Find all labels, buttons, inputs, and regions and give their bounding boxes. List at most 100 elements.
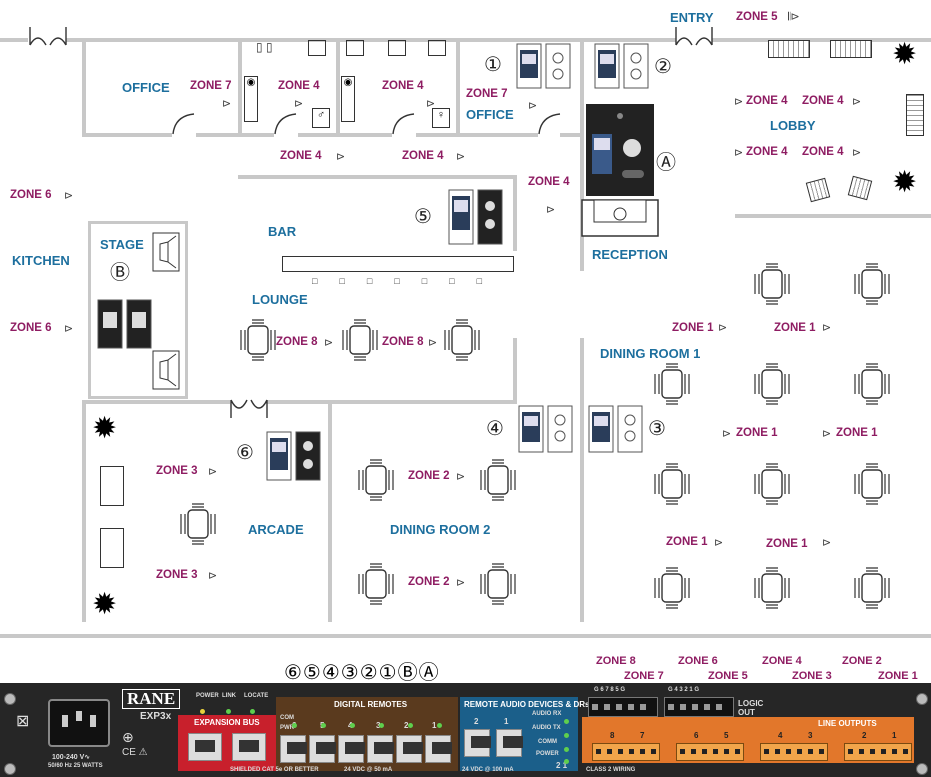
restroom-women-icon: ♀ bbox=[432, 108, 450, 128]
toilet-icon bbox=[428, 40, 446, 56]
reception-desk-icon bbox=[581, 199, 659, 237]
table-icon bbox=[754, 463, 790, 505]
rack-screw bbox=[916, 763, 928, 775]
vdc50-label: 24 VDC @ 50 mA bbox=[344, 767, 393, 773]
speaker-icon: ⊳ bbox=[546, 203, 556, 216]
zone-label: ZONE 1 bbox=[774, 322, 816, 334]
zone-label: ZONE 4 bbox=[278, 80, 320, 92]
door-icon bbox=[29, 27, 67, 46]
rj45-port[interactable] bbox=[425, 735, 452, 763]
zone-label: ZONE 2 bbox=[408, 576, 450, 588]
rj45-port[interactable] bbox=[338, 735, 365, 763]
vdc100-label: 24 VDC @ 100 mA bbox=[462, 767, 514, 773]
door-icon bbox=[538, 113, 561, 135]
output-zone-label: ZONE 7 bbox=[624, 670, 664, 682]
zone-label: ZONE 3 bbox=[156, 569, 198, 581]
dr-port-number: 2 bbox=[404, 721, 409, 730]
plant-icon: ✹ bbox=[92, 588, 118, 621]
rj45-port[interactable] bbox=[232, 733, 266, 761]
led bbox=[437, 715, 442, 733]
led-link bbox=[226, 701, 231, 719]
zone-label: ZONE 1 bbox=[736, 427, 778, 439]
led-label-locate: LOCATE bbox=[244, 693, 269, 699]
line-output-terminal[interactable] bbox=[592, 743, 660, 761]
speaker-icon: ⊳ bbox=[822, 427, 832, 440]
table-icon bbox=[854, 567, 890, 609]
zone-label: ZONE 1 bbox=[666, 536, 708, 548]
remote-audio-label: REMOTE AUDIO DEVICES & DRs bbox=[464, 700, 590, 709]
rj45-port[interactable] bbox=[280, 735, 307, 763]
wall bbox=[0, 634, 931, 638]
rj45-port[interactable] bbox=[464, 729, 491, 757]
urinal-icon: ◉ bbox=[341, 76, 355, 122]
line-outputs-label: LINE OUTPUTS bbox=[818, 719, 877, 728]
ac-outlet-icon[interactable] bbox=[48, 699, 110, 747]
room-label-office: OFFICE bbox=[122, 80, 170, 95]
line-outputs-section: LINE OUTPUTS 8 7 6 5 4 3 2 1 bbox=[582, 717, 914, 763]
lo-port-number: 8 bbox=[610, 731, 615, 740]
logic-pins-label: G 6 7 8 5 G bbox=[594, 687, 626, 693]
power-label: POWER bbox=[536, 751, 559, 757]
weee-icon: ⊠ bbox=[16, 713, 30, 730]
zone-label: ZONE 6 bbox=[10, 189, 52, 201]
rj45-port[interactable] bbox=[188, 733, 222, 761]
led bbox=[379, 715, 384, 733]
line-output-terminal[interactable] bbox=[676, 743, 744, 761]
wall bbox=[238, 38, 242, 137]
zone-label: ZONE 7 bbox=[466, 88, 508, 100]
lo-port-number: 1 bbox=[892, 731, 897, 740]
wall bbox=[82, 400, 230, 404]
room-label-kitchen: KITCHEN bbox=[12, 253, 70, 268]
sofa-icon bbox=[830, 40, 872, 58]
table-icon bbox=[480, 563, 516, 605]
table-icon bbox=[854, 263, 890, 305]
zone-label: ZONE 7 bbox=[190, 80, 232, 92]
wall bbox=[88, 221, 188, 224]
led bbox=[408, 715, 413, 733]
toilet-icon bbox=[346, 40, 364, 56]
wall-panel-icon bbox=[518, 402, 574, 459]
zone-label: ZONE 1 bbox=[766, 538, 808, 550]
speaker-icon: ⊳ bbox=[722, 427, 732, 440]
rj45-port[interactable] bbox=[396, 735, 423, 763]
wall bbox=[712, 38, 931, 42]
dr-com-label: COM bbox=[280, 715, 294, 721]
table-icon bbox=[754, 363, 790, 405]
speaker-icon: ⊳ bbox=[456, 150, 466, 163]
line-output-terminal[interactable] bbox=[844, 743, 912, 761]
restroom-men-icon: ♂ bbox=[312, 108, 330, 128]
marker-1: ① bbox=[484, 52, 502, 76]
speaker-icon: ⊳ bbox=[852, 95, 862, 108]
rj45-port[interactable] bbox=[309, 735, 336, 763]
logic-out-label: LOGIC OUT bbox=[738, 699, 764, 717]
rack-screw bbox=[916, 693, 928, 705]
door-icon bbox=[392, 113, 415, 135]
wall-panel-icon bbox=[448, 186, 504, 251]
door-icon bbox=[274, 113, 297, 135]
logic-terminal[interactable] bbox=[664, 697, 734, 733]
table-icon bbox=[654, 567, 690, 609]
rj45-port[interactable] bbox=[496, 729, 523, 757]
wall bbox=[196, 133, 274, 137]
lo-port-number: 2 bbox=[862, 731, 867, 740]
speaker-icon: ⊳ bbox=[718, 321, 728, 334]
chair-icon bbox=[805, 177, 831, 203]
speaker-icon: ⊳ bbox=[426, 97, 436, 110]
zone-label: ZONE 1 bbox=[672, 322, 714, 334]
wall-panel-icon bbox=[594, 40, 650, 95]
line-output-terminal[interactable] bbox=[760, 743, 828, 761]
table-icon bbox=[240, 319, 276, 361]
dr-port-number: 3 bbox=[376, 721, 380, 730]
led bbox=[564, 725, 569, 743]
output-zone-label: ZONE 8 bbox=[596, 655, 636, 667]
speaker-icon: 𝄃⊳ bbox=[788, 10, 800, 23]
logic-terminal[interactable] bbox=[588, 697, 658, 733]
zone-label: ZONE 6 bbox=[10, 322, 52, 334]
rj45-port[interactable] bbox=[367, 735, 394, 763]
wall bbox=[66, 38, 676, 42]
power-spec: 100-240 V∿ bbox=[52, 754, 91, 761]
led bbox=[321, 715, 326, 733]
expansion-bus-section: EXPANSION BUS bbox=[178, 715, 276, 771]
ra-port-number: 1 bbox=[504, 717, 509, 726]
class2-label: CLASS 2 WIRING bbox=[586, 767, 636, 773]
